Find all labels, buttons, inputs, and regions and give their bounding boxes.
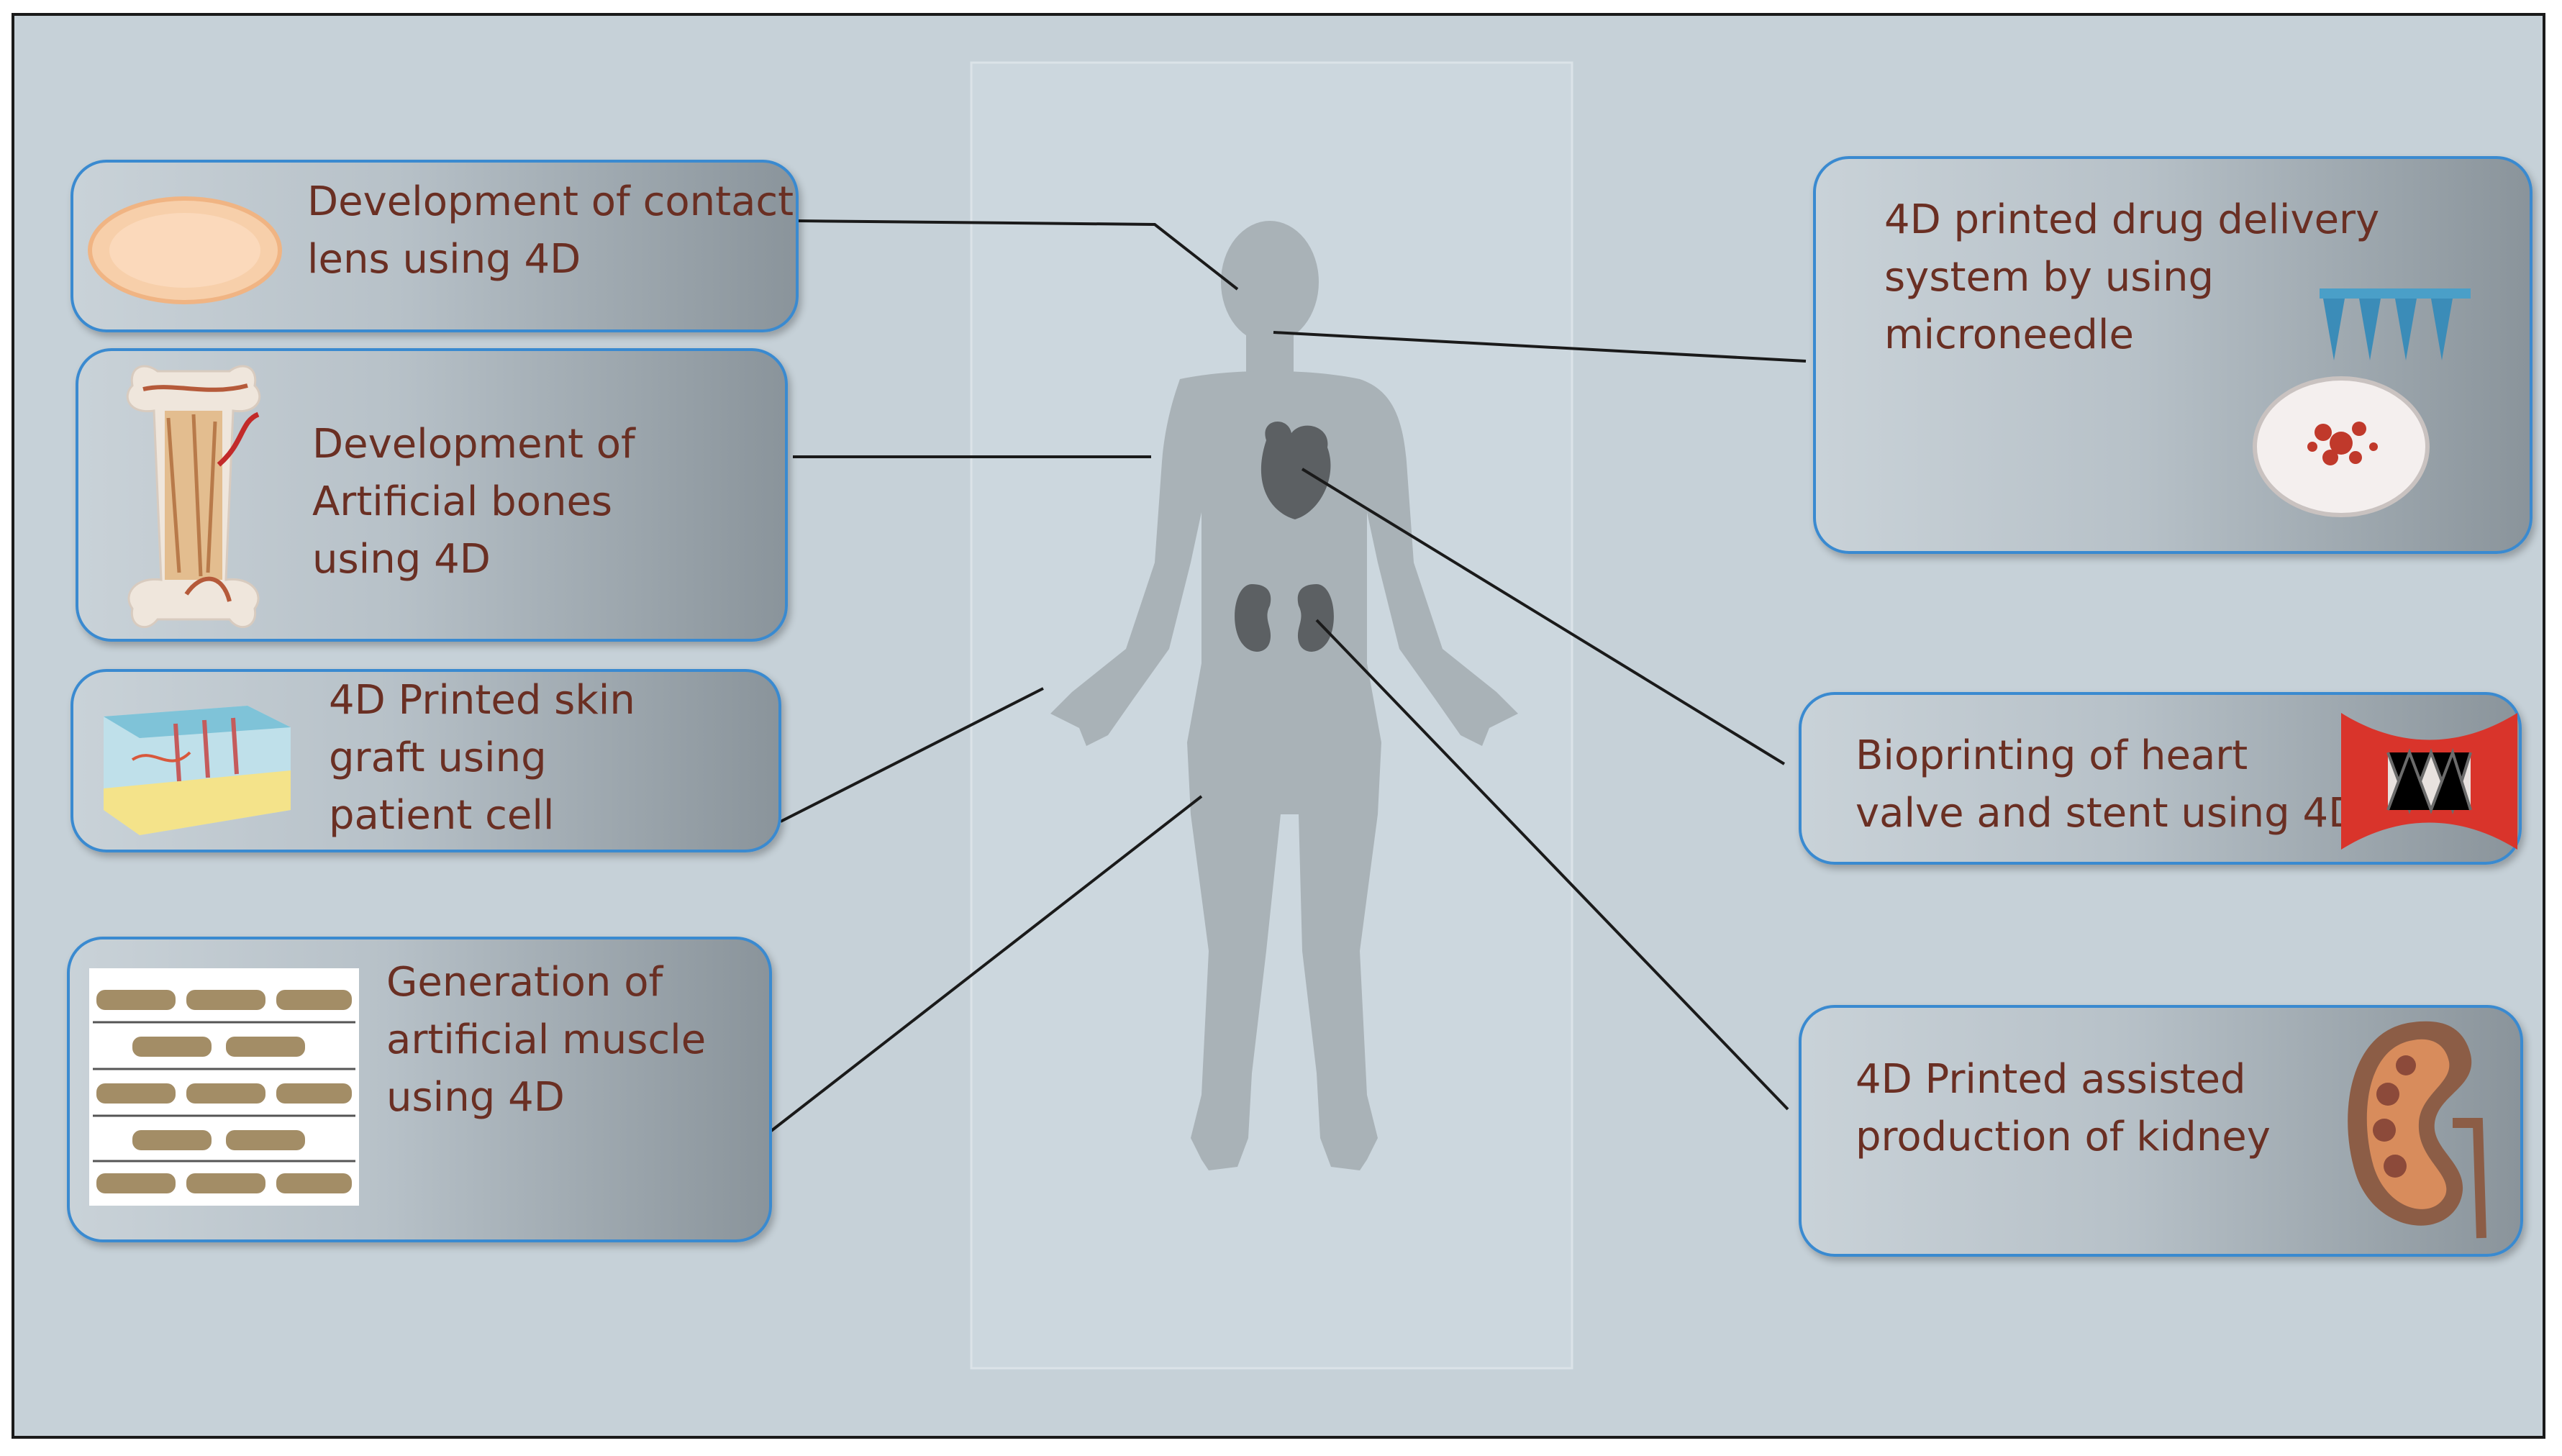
skin-layers-icon xyxy=(89,702,305,839)
connector-skin xyxy=(780,687,1044,823)
human-body-silhouette xyxy=(1050,221,1518,1170)
torso-and-limbs xyxy=(1050,370,1518,1170)
heart-organ xyxy=(1260,421,1331,519)
connector-kidney xyxy=(1315,619,1789,1111)
microneedle-icon xyxy=(2316,288,2474,368)
application-box-artificial-bones: Development of Artificial bones using 4D xyxy=(76,348,788,642)
bone-icon xyxy=(114,357,273,634)
kidney-organ-right xyxy=(1297,584,1334,652)
application-text-skin-graft: 4D Printed skin graft using patient cell xyxy=(329,677,635,839)
kidney-icon xyxy=(2334,1015,2496,1245)
muscle-fiber-icon xyxy=(89,968,359,1206)
stent-icon xyxy=(2341,713,2517,850)
connector-heart xyxy=(1301,468,1786,765)
application-box-skin-graft: 4D Printed skin graft using patient cell xyxy=(71,669,781,852)
application-text-drug-delivery: 4D printed drug delivery system by using… xyxy=(1884,196,2380,358)
diagram-canvas xyxy=(770,61,1807,1370)
connector-lines xyxy=(770,219,1807,1132)
application-text-heart-valve-stent: Bioprinting of heart valve and stent usi… xyxy=(1855,732,2360,837)
connector-contact-lens xyxy=(798,219,1239,291)
head xyxy=(1221,221,1319,343)
contact-lens-icon xyxy=(84,191,286,310)
application-box-heart-valve-stent: Bioprinting of heart valve and stent usi… xyxy=(1799,692,2522,865)
connector-muscle xyxy=(770,795,1203,1132)
application-box-artificial-muscle: Generation of artificial muscle using 4D xyxy=(67,937,772,1242)
application-text-artificial-muscle: Generation of artificial muscle using 4D xyxy=(386,959,707,1121)
figure-panel: Development of contact lens using 4D Dev… xyxy=(12,13,2545,1439)
application-text-contact-lens: Development of contact lens using 4D xyxy=(307,178,794,283)
application-text-kidney: 4D Printed assisted production of kidney xyxy=(1855,1056,2271,1160)
application-box-drug-delivery: 4D printed drug delivery system by using… xyxy=(1813,156,2533,554)
petri-dish-icon xyxy=(2251,375,2431,519)
connector-drug-delivery xyxy=(1273,331,1807,363)
application-text-artificial-bones: Development of Artificial bones using 4D xyxy=(312,421,635,583)
application-box-kidney: 4D Printed assisted production of kidney xyxy=(1799,1005,2523,1257)
kidney-organ-left xyxy=(1235,584,1271,652)
application-box-contact-lens: Development of contact lens using 4D xyxy=(71,160,799,332)
